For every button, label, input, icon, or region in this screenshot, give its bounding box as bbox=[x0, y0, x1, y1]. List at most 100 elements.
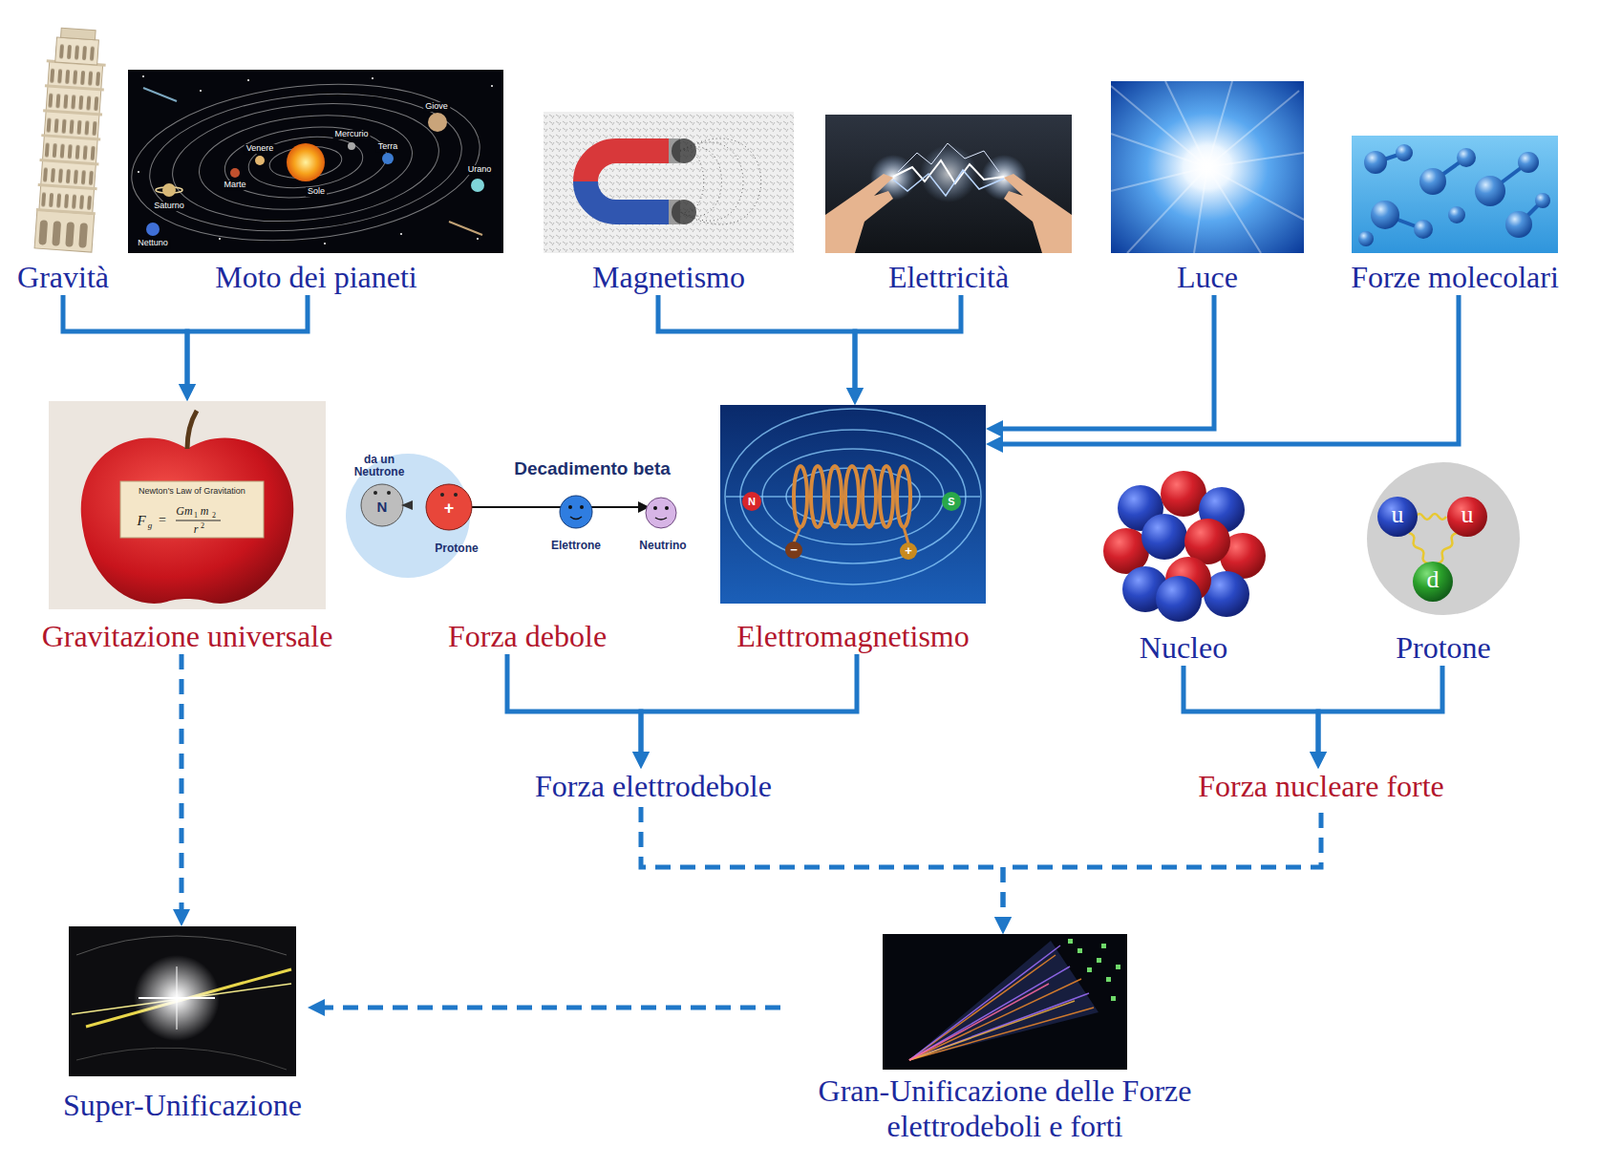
picture-label: 2 bbox=[200, 522, 205, 532]
solar-system-part bbox=[199, 89, 202, 92]
newton-apple-part bbox=[120, 481, 264, 538]
leaning-tower-part bbox=[42, 108, 103, 116]
concept-node: Super-Unificazione bbox=[57, 926, 308, 1124]
beta-decay-part bbox=[570, 516, 582, 520]
connector-arrow bbox=[179, 654, 185, 916]
newton-apple bbox=[48, 401, 326, 610]
image-area bbox=[543, 111, 794, 254]
electromagnet-part-part bbox=[725, 495, 981, 498]
particle-event-part bbox=[909, 945, 1094, 1061]
horseshoe-magnet bbox=[543, 111, 794, 254]
horseshoe-magnet-part bbox=[585, 181, 669, 213]
molecules-part bbox=[1351, 135, 1558, 254]
molecules-part bbox=[1413, 219, 1433, 239]
molecules-part bbox=[1419, 168, 1447, 195]
image-area bbox=[720, 405, 986, 604]
concept-label: Magnetismo bbox=[586, 259, 751, 296]
solar-system-part bbox=[218, 237, 221, 240]
concept-node: Forza elettrodebole bbox=[529, 768, 778, 805]
solar-system-part bbox=[230, 168, 240, 178]
picture-label: Urano bbox=[466, 165, 494, 175]
solar-system-part bbox=[137, 170, 140, 173]
solar-system-part bbox=[162, 183, 176, 197]
beta-decay-part bbox=[568, 505, 573, 510]
solar-system-part bbox=[143, 87, 177, 102]
connector-arrow bbox=[997, 295, 1215, 429]
horseshoe-magnet-part bbox=[543, 111, 794, 254]
picture-label: Marte bbox=[221, 180, 248, 191]
beta-decay-part bbox=[440, 492, 445, 497]
connector-arrow bbox=[997, 295, 1459, 445]
electromagnet bbox=[720, 405, 986, 604]
connector-arrow bbox=[319, 1005, 781, 1011]
collision-flare-part bbox=[76, 1047, 287, 1070]
molecules-part bbox=[1517, 151, 1539, 173]
proton-quarks-part bbox=[1377, 496, 1418, 537]
electromagnet-part bbox=[903, 527, 909, 544]
concept-label: Forza elettrodebole bbox=[529, 768, 778, 805]
concept-node: Elettromagnetismo bbox=[720, 405, 986, 655]
particle-event-part bbox=[882, 934, 1128, 1070]
light-burst-part bbox=[1110, 81, 1304, 254]
concept-node: Gravità bbox=[11, 3, 115, 296]
particle-event-part-part bbox=[909, 993, 1089, 1061]
electromagnet-part bbox=[742, 491, 762, 512]
leaning-tower-part bbox=[51, 220, 62, 246]
picture-label: d bbox=[1427, 566, 1440, 595]
electromagnet-part-part bbox=[828, 466, 842, 528]
concept-label: Luce bbox=[1171, 259, 1244, 296]
concept-node: Nucleo bbox=[1101, 469, 1266, 666]
picture-label: 1 bbox=[193, 512, 198, 521]
image-area bbox=[1101, 469, 1266, 625]
horseshoe-magnet-part bbox=[585, 150, 669, 182]
concept-node: Forze molecolari bbox=[1344, 135, 1565, 296]
electric-sparks-part bbox=[893, 170, 1004, 196]
leaning-tower-part bbox=[39, 62, 104, 215]
picture-label: Giove bbox=[423, 102, 450, 112]
concept-node: Forza nucleare forte bbox=[1192, 768, 1451, 805]
connector-arrow bbox=[1002, 804, 1322, 923]
concept-label: Nucleo bbox=[1133, 630, 1234, 666]
particle-event-part-part bbox=[1077, 948, 1083, 954]
electromagnet-part bbox=[785, 541, 803, 559]
solar-system-part bbox=[371, 77, 374, 80]
concept-node: Protone bbox=[1356, 464, 1531, 666]
particle-event-part-part bbox=[1101, 943, 1107, 949]
picture-label: 2 bbox=[212, 512, 216, 521]
connector-arrow bbox=[658, 295, 855, 394]
particle-event-part-part bbox=[909, 945, 1061, 1061]
particle-event-part-part bbox=[909, 1001, 1075, 1061]
picture-label: N bbox=[377, 499, 388, 516]
collision-flare-part bbox=[68, 926, 297, 1077]
proton-quarks-part bbox=[1408, 533, 1429, 564]
leaning-tower-part bbox=[55, 37, 100, 65]
beta-decay-part bbox=[426, 484, 472, 531]
picture-label: N bbox=[747, 495, 756, 508]
picture-label: Protone bbox=[434, 542, 478, 555]
image-area bbox=[128, 69, 505, 254]
molecules-part bbox=[1456, 148, 1476, 168]
solar-system-part-part bbox=[166, 91, 445, 235]
beta-decay-part bbox=[655, 517, 667, 520]
image-area bbox=[1351, 135, 1558, 254]
newton-apple-part bbox=[81, 437, 295, 603]
particle-event-part-part bbox=[1110, 996, 1116, 1002]
collision-flare bbox=[68, 926, 297, 1077]
solar-system-part-part bbox=[124, 67, 489, 256]
solar-system-part bbox=[124, 67, 489, 256]
solar-system-part-part bbox=[143, 79, 470, 246]
picture-label: Venere bbox=[244, 144, 277, 154]
concept-label: Forza debole bbox=[442, 618, 613, 655]
particle-event-part-part bbox=[909, 966, 1070, 1061]
horseshoe-magnet-part bbox=[543, 111, 794, 254]
electric-sparks-part bbox=[825, 114, 1072, 254]
beta-decay-part bbox=[401, 500, 413, 511]
particle-event-part-part bbox=[909, 1007, 1094, 1061]
molecules-part bbox=[1474, 175, 1506, 207]
molecules bbox=[1351, 135, 1558, 254]
picture-label: + bbox=[904, 544, 913, 558]
particle-event-part bbox=[909, 940, 1099, 1061]
particle-event-part-part bbox=[909, 983, 1049, 1061]
